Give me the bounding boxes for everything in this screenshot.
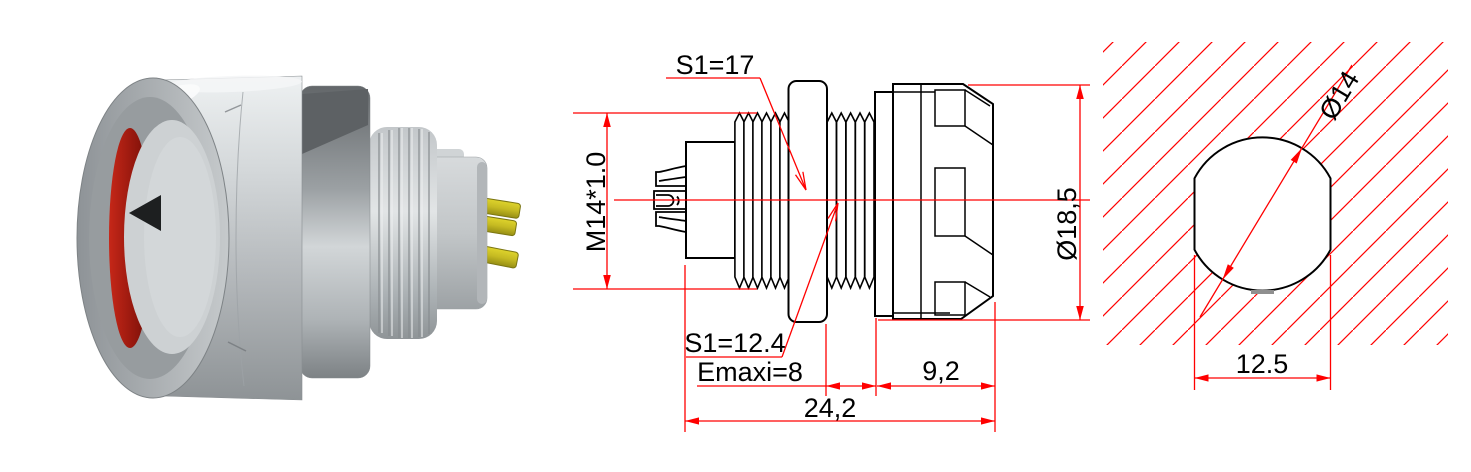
panel-cutout-view: Ø14 12.5 — [1103, 42, 1448, 390]
side-section-view: M14*1.0 Ø18,5 S1=17 S1=12.4 — [573, 50, 1090, 432]
pin-contacts — [653, 165, 687, 233]
dim-flat-width: 12.5 — [1193, 255, 1332, 390]
label-body-diameter: Ø18,5 — [1052, 187, 1082, 261]
label-flat-width: 12.5 — [1236, 349, 1289, 379]
connector-3d-render — [76, 75, 521, 401]
label-rear-length: 9,2 — [922, 356, 960, 386]
leader-wrench-flats-bottom: S1=12.4 — [684, 202, 839, 358]
dim-panel-thickness: Emaxi=8 — [697, 318, 877, 396]
orientation-triangle-marker — [129, 195, 161, 231]
label-panel-thickness: Emaxi=8 — [697, 357, 803, 387]
leader-wrench-flats-top: S1=17 — [666, 50, 807, 191]
label-thread-spec: M14*1.0 — [581, 152, 611, 253]
dim-thread-m14: M14*1.0 — [573, 112, 757, 290]
flange-profile — [874, 91, 894, 317]
front-face-3d — [76, 77, 230, 399]
dim-rear-length: 9,2 — [877, 302, 996, 432]
connector-profile — [653, 80, 994, 323]
hex-nut-3d — [299, 85, 371, 379]
label-wrench-flats-top: S1=17 — [676, 50, 755, 80]
thread-section-3d — [369, 127, 437, 339]
dim-body-diameter: Ø18,5 — [878, 84, 1090, 321]
label-total-length: 24,2 — [804, 393, 857, 423]
contact-pins-3d — [481, 197, 521, 269]
label-wrench-flats-bottom: S1=12.4 — [684, 328, 785, 358]
dim-total-length: 24,2 — [684, 265, 995, 432]
backshell-profile — [892, 83, 994, 320]
